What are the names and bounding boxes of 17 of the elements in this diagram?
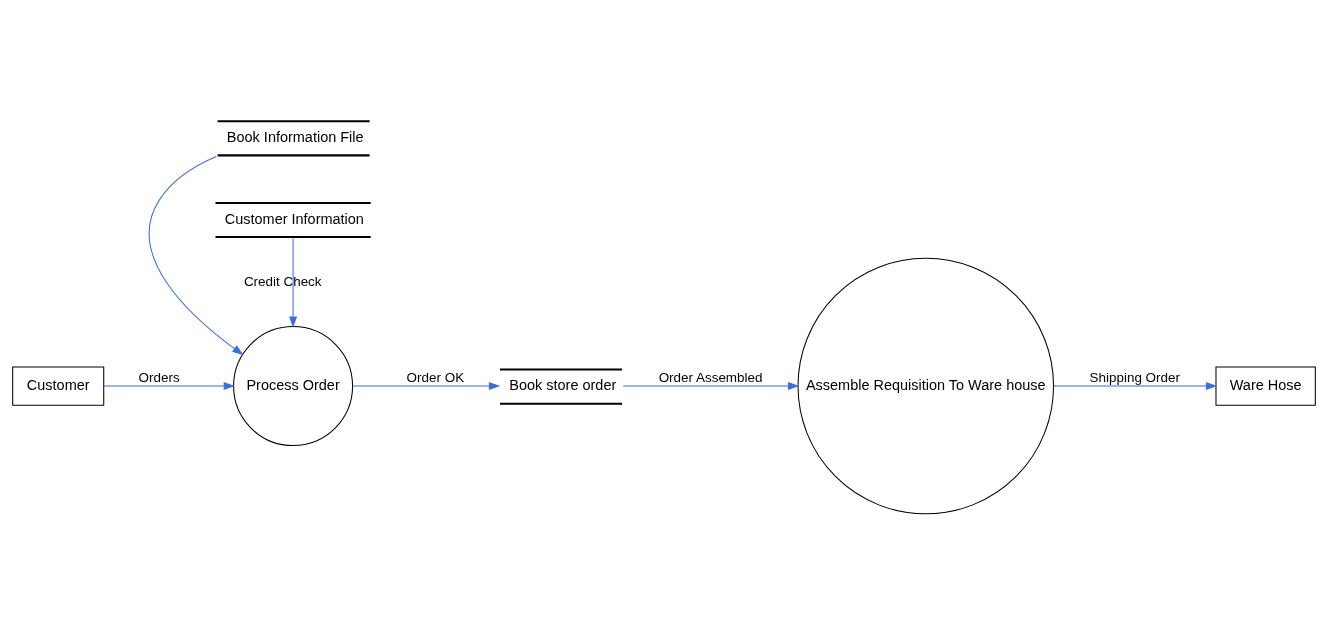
arrow: [148, 155, 244, 356]
node-text: Book Information File: [226, 129, 364, 146]
edge-label: Orders: [138, 370, 180, 386]
arrow: [622, 382, 800, 391]
arrow: [352, 382, 501, 391]
edge-label: Order OK: [406, 370, 465, 386]
node-text: Book store order: [509, 377, 617, 394]
node-box: Ware Hose: [1215, 366, 1316, 406]
node-text: Customer Information: [224, 210, 364, 227]
node-circle: Assemble Requisition To Ware house: [797, 257, 1055, 515]
node-box: Customer: [12, 366, 105, 406]
edge-label: Shipping Order: [1089, 370, 1180, 386]
arrow: [1053, 382, 1218, 391]
edge-label: Order Assembled: [658, 370, 763, 386]
arrow: [103, 382, 236, 391]
edge-label: Credit Check: [243, 273, 322, 289]
arrow: [289, 237, 298, 328]
